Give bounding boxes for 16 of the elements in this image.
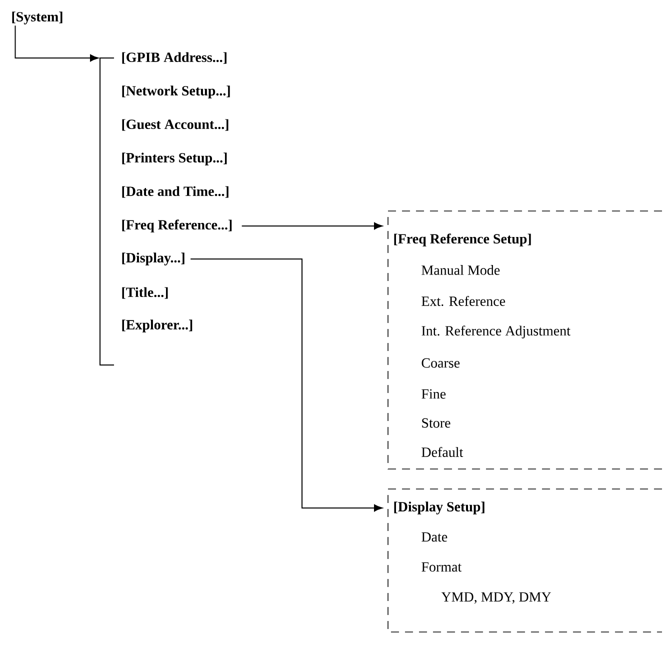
menu-item: [Freq Reference...] <box>122 220 232 232</box>
menu-item: [Guest Account...] <box>122 119 228 131</box>
menu-item: [GPIB Address...] <box>122 52 226 64</box>
menu-item: [System] <box>12 12 62 24</box>
arrow <box>190 258 383 512</box>
dashed-panel: [Display Setup] Date Format YMD, MDY, DMY <box>388 488 662 632</box>
menu-item: [Explorer...] <box>122 320 192 332</box>
menu-item: [Network Setup...] <box>122 86 230 98</box>
menu-item: [Printers Setup...] <box>122 152 227 166</box>
dashed-panel: [Freq Reference Setup] Manual Mode Ext. Reference Int. Reference Adjustment Coarse Fine Store Default <box>388 210 662 470</box>
menu-item: [Display...] <box>122 252 184 266</box>
bracket <box>100 58 114 366</box>
menu-item: [Date and Time...] <box>122 186 228 198</box>
arrow <box>241 222 383 230</box>
menu-item: [Title...] <box>122 287 168 299</box>
arrow <box>14 25 99 62</box>
